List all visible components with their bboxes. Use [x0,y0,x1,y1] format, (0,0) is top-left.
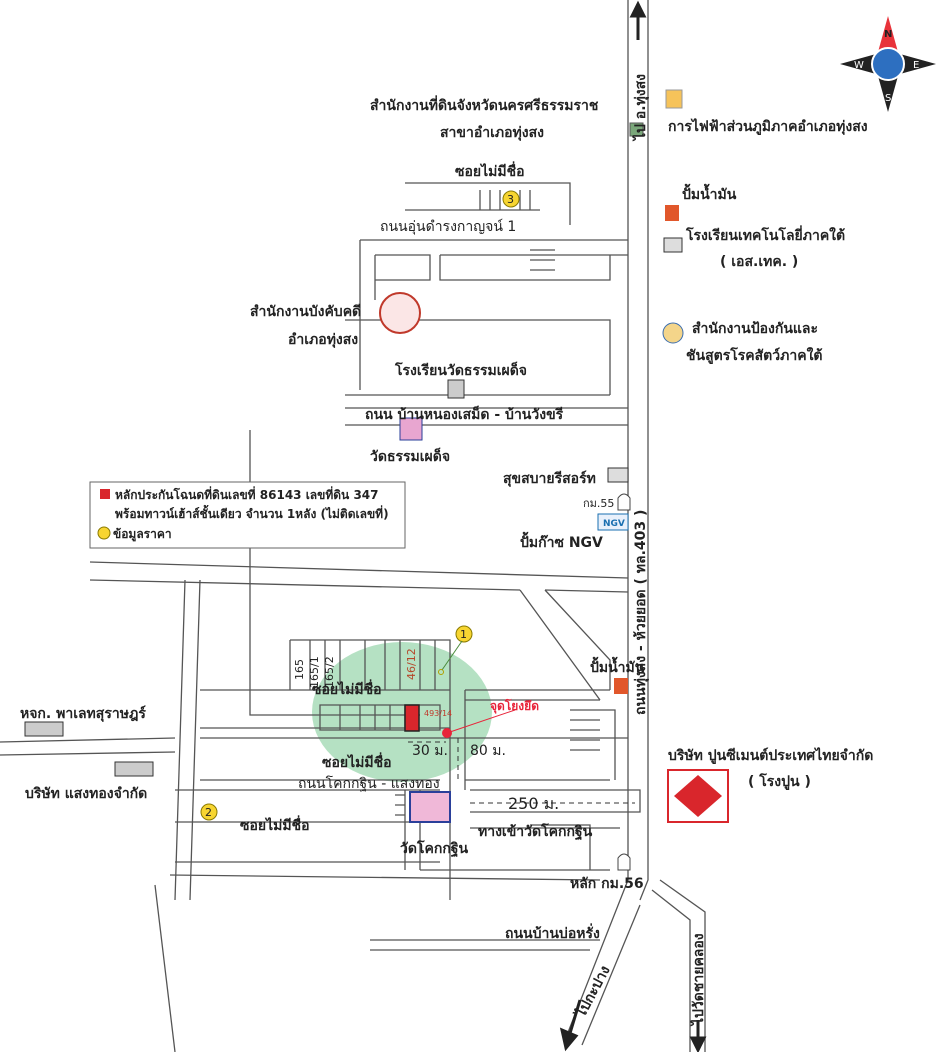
svg-text:1: 1 [460,628,467,641]
soi-bottom-label: ซอยไม่มีชื่อ [240,815,310,834]
land-office-label-1: สำนักงานที่ดินจังหวัดนครศรีธรรมราช [370,95,599,114]
reference-point-label: จุดโยงยึด [490,698,539,714]
resort-building-icon [607,467,629,483]
wat-thammaphadet-label: วัดธรรมเผด็จ [370,447,450,465]
factory-icon-pallet [24,721,64,737]
milestone-km55-icon [617,493,631,511]
gas-pump-icon [665,205,679,221]
animal-office-label-2: ชันสูตรโรคสัตว์ภาคใต้ [686,346,823,364]
price-point-1: 1 [438,625,473,675]
distance-30m: 30 ม. [412,743,448,759]
plot-493-14: 493/14 [424,709,452,718]
svg-text:NGV: NGV [603,519,625,529]
factory-icon-saengthong [114,761,154,777]
enforcement-office-label-2: อำเภอทุ่งสง [288,332,358,348]
ngv-logo-icon: NGV [597,513,629,531]
arrow-down-icon [689,1020,707,1052]
undamrong-road-label: ถนนอุ่นดำรงกาญจน์ 1 [380,218,516,235]
to-chaikhlong-label: ไปวัดชายคลอง [689,933,707,1027]
plot-165-1: 165/1 [308,656,321,688]
school-building-icon [663,237,683,253]
ngv-station-label: ปั้มก๊าซ NGV [520,531,603,551]
minor-roads [0,182,641,1052]
enforcement-office-label-1: สำนักงานบังคับคดี [250,304,361,320]
soi-mid-label: ซอยไม่มีชื่อ [312,679,382,698]
legend-collateral-line2: พร้อมทาวน์เฮ้าส์ชั้นเดียว จำนวน 1หลัง (ไ… [115,504,389,521]
km55-label: กม.55 [583,497,614,510]
price-point-2: 2 [200,803,218,821]
land-office-icon [629,122,644,137]
svg-text:3: 3 [507,193,514,206]
animal-office-logo-icon [662,322,684,344]
compass-rose-icon: N S E W [840,16,936,112]
gas-station-1-label: ปั้มน้ำมัน [682,183,737,203]
plot-46-12: 46/12 [405,648,418,680]
temple-khokkrathin-icon [409,791,451,823]
cement-company-logo-icon [667,769,729,823]
plot-165-2: 165/2 [323,656,336,688]
soi-top-label: ซอยไม่มีชื่อ [455,161,525,180]
svg-text:W: W [854,60,864,71]
soi-lower-label: ซอยไม่มีชื่อ [322,752,392,771]
tech-school-label-1: โรงเรียนเทคโนโลยี่ภาคใต้ [685,225,845,244]
arrow-up-icon [629,0,647,40]
legend-collateral-line1: หลักประกันโฉนดที่ดินเลขที่ 86143 เลขที่ด… [115,486,379,502]
highway-label: ถนนทุ่งสง - ห้วยยอด ( ทล.403 ) [633,510,649,715]
dimension-lines [408,738,635,804]
distance-250m: 250 ม. [508,794,559,813]
electricity-logo-icon [665,89,683,109]
nongsamet-road-label: ถนน บ้านหนองเสม็ด - บ้านวังขรี [365,405,564,423]
school-flag-icon [447,379,465,399]
km56-label: หลัก กม.56 [570,876,644,892]
legend-box: หลักประกันโฉนดที่ดินเลขที่ 86143 เลขที่ด… [89,481,406,549]
school-wat-label: โรงเรียนวัดธรรมเผด็จ [394,361,527,379]
plot-165: 165 [293,659,306,680]
cement-company-label-1: บริษัท ปูนซีเมนต์ประเทศไทยจำกัด [668,746,873,764]
price-legend-swatch [97,526,111,540]
reference-pointer [446,709,516,734]
collateral-legend-swatch [100,489,110,499]
price-point-3: 3 [502,190,520,208]
distance-80m: 80 ม. [470,743,506,759]
resort-label: สุขสบายรีสอร์ท [503,470,596,487]
svg-text:S: S [885,93,891,104]
saengthong-company-label: บริษัท แสงทองจำกัด [25,786,147,802]
gas-station-2-label: ปั้มน้ำมัน [590,656,645,676]
cement-company-label-2: ( โรงปูน ) [748,772,811,790]
khokkrathin-road-label: ถนนโคกกฐิน - แสงทอง [298,775,440,792]
wat-entrance-label: ทางเข้าวัดโคกกฐิน [478,822,593,841]
svg-text:E: E [913,60,919,71]
arrow-down-left-icon [559,999,582,1052]
highlight-area [312,642,492,782]
temple-icon [399,417,423,441]
gas-pump-icon-2 [614,678,628,694]
pallet-company-label: หจก. พาเลทสุราษฎร์ [20,705,146,722]
tech-school-label-2: ( เอส.เทค. ) [720,254,798,270]
legend-price-data: ข้อมูลราคา [113,527,172,542]
milestone-km56-icon [617,853,631,871]
wat-khokkrathin-label: วัดโคกกฐิน [400,839,469,858]
to-thungsong-label: ไป อ.ทุ่งสง [631,74,649,142]
animal-office-label-1: สำนักงานป้องกันและ [692,321,818,337]
electricity-label: การไฟฟ้าส่วนภูมิภาคอำเภอทุ่งสง [668,117,868,135]
collateral-plot [404,704,420,732]
highway-403 [564,0,706,1052]
land-office-label-2: สาขาอำเภอทุ่งสง [440,125,544,141]
borang-road-label: ถนนบ้านบ่อหรั่ง [505,923,600,942]
svg-text:2: 2 [205,806,212,819]
enforcement-office-logo-icon [379,292,421,334]
svg-text:N: N [884,29,892,40]
